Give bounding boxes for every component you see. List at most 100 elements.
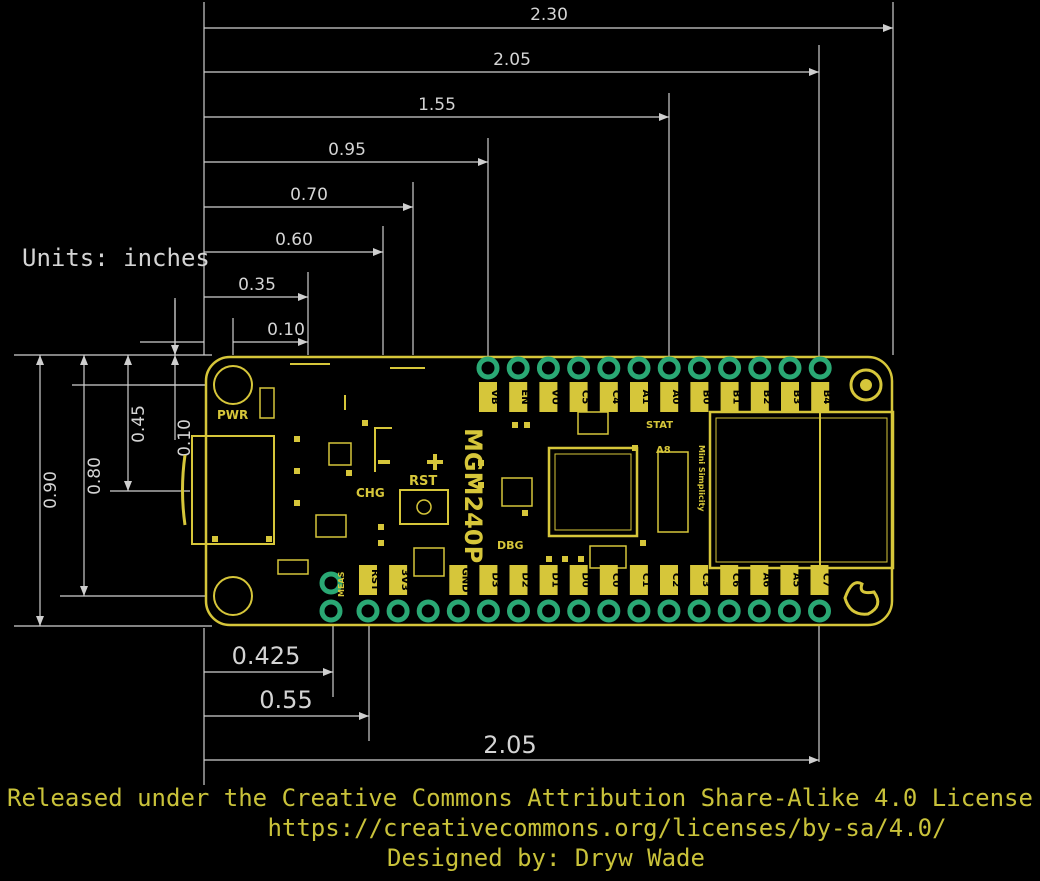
antenna-module xyxy=(708,410,895,570)
dim-0-10-top: 0.10 xyxy=(267,320,305,340)
pin-pad xyxy=(778,356,802,380)
mcu-chip xyxy=(547,446,639,538)
pin-label: C3 xyxy=(700,573,711,587)
dim-0-60: 0.60 xyxy=(275,230,313,250)
bottom-dimensions xyxy=(203,600,820,785)
pin-label: VB xyxy=(489,389,500,404)
pin-label-bg xyxy=(599,382,618,412)
silk-a8: A8 xyxy=(656,445,671,456)
pin-pad xyxy=(808,356,832,380)
pin-label-bg xyxy=(479,382,497,412)
pin-label: B4 xyxy=(821,390,832,405)
pin-pad xyxy=(476,599,500,623)
pin-pad xyxy=(597,599,621,623)
pin-label-bg xyxy=(389,565,408,595)
left-dimension-labels: 0.90 0.80 0.45 0.10 xyxy=(41,405,195,509)
dim-0-10-left: 0.10 xyxy=(175,419,195,457)
pin-label: C5 xyxy=(580,390,591,404)
pin-pad xyxy=(446,599,470,623)
pin-label-bg xyxy=(629,565,648,595)
pin-label-bg xyxy=(569,565,588,595)
pin-label-bg xyxy=(599,565,618,595)
top-dimension-labels: 2.30 2.05 1.55 0.95 0.70 0.60 0.35 0.10 xyxy=(238,5,568,340)
mounting-hole-bl xyxy=(213,576,253,616)
silk-meas: MEAS xyxy=(337,571,346,597)
dim-2-05-top: 2.05 xyxy=(493,50,531,70)
dim-0-55: 0.55 xyxy=(259,686,312,714)
silk-stat: STAT xyxy=(646,420,673,431)
pin-pad xyxy=(567,599,591,623)
pin-label: RST xyxy=(369,569,380,591)
pin-label-bg xyxy=(781,382,799,412)
top-dimensions xyxy=(140,2,894,358)
dim-0-70: 0.70 xyxy=(290,185,328,205)
pin-pad xyxy=(808,599,831,623)
pin-pad xyxy=(507,599,530,623)
smd-pads xyxy=(212,420,646,562)
dim-1-55: 1.55 xyxy=(418,95,456,115)
silk-rst: RST xyxy=(409,474,437,489)
pin-label-bg xyxy=(359,565,377,595)
pin-label: B3 xyxy=(791,390,802,405)
pin-label-bg xyxy=(479,565,498,595)
gear-icon xyxy=(849,368,883,402)
pin-pad xyxy=(597,356,621,380)
pin-label: A0 xyxy=(670,390,681,405)
pin-label-bg xyxy=(810,565,829,595)
pin-label-bg xyxy=(539,565,558,595)
pin-label-bg xyxy=(660,382,679,412)
dim-2-05-bottom: 2.05 xyxy=(483,731,536,759)
pin-pad xyxy=(748,356,772,380)
pin-pad xyxy=(476,356,500,380)
pin-label: C2 xyxy=(670,573,681,587)
silk-dbg: DBG xyxy=(497,539,524,552)
pin-label-bg xyxy=(569,382,588,412)
pin-label-bg xyxy=(720,382,739,412)
pin-pad xyxy=(717,599,741,623)
pin-label: A1 xyxy=(640,390,651,405)
pin-label-bg xyxy=(509,382,528,412)
license-url: https://creativecommons.org/licenses/by-… xyxy=(267,814,946,842)
pin-label-bg xyxy=(750,382,769,412)
dim-0-95: 0.95 xyxy=(328,140,366,160)
pin-label-bg xyxy=(750,565,769,595)
meas-pads xyxy=(319,571,343,623)
left-dimensions xyxy=(14,300,228,627)
pin-label: B2 xyxy=(761,390,772,405)
mounting-hole-tl xyxy=(213,365,253,405)
pin-label-bg xyxy=(630,382,648,412)
dim-2-30: 2.30 xyxy=(530,5,568,25)
pin-pad xyxy=(687,356,711,380)
silk-pwr: PWR xyxy=(217,408,248,422)
pin-pad xyxy=(506,356,530,380)
pin-label: C0 xyxy=(610,573,621,587)
pin-label-bg xyxy=(811,382,830,412)
pin-label: B0 xyxy=(700,390,711,405)
pin-pad xyxy=(718,356,742,380)
pin-label-bg xyxy=(660,565,678,595)
pin-pad xyxy=(657,599,681,623)
pin-label: C6 xyxy=(730,573,741,587)
pin-label-bg xyxy=(780,565,799,595)
dim-0-90: 0.90 xyxy=(41,471,61,509)
dim-0-45: 0.45 xyxy=(129,405,149,443)
pin-label: D3 xyxy=(489,572,500,587)
pin-pad xyxy=(537,599,561,623)
pin-label: D0 xyxy=(580,572,591,587)
pin-label: C1 xyxy=(640,573,651,587)
pin-label-bg xyxy=(509,565,528,595)
pin-label: EN xyxy=(519,389,530,404)
license-block: Released under the Creative Commons Attr… xyxy=(7,784,1033,872)
units-label: Units: inches xyxy=(22,244,210,272)
pin-label: A6 xyxy=(760,573,771,588)
pin-pad xyxy=(747,599,771,623)
pin-label-bg xyxy=(690,565,709,595)
pin-label: 3V3 xyxy=(399,569,410,591)
pin-pad xyxy=(386,599,410,623)
pin-label: C7 xyxy=(821,573,832,587)
pin-label: D1 xyxy=(550,572,561,587)
